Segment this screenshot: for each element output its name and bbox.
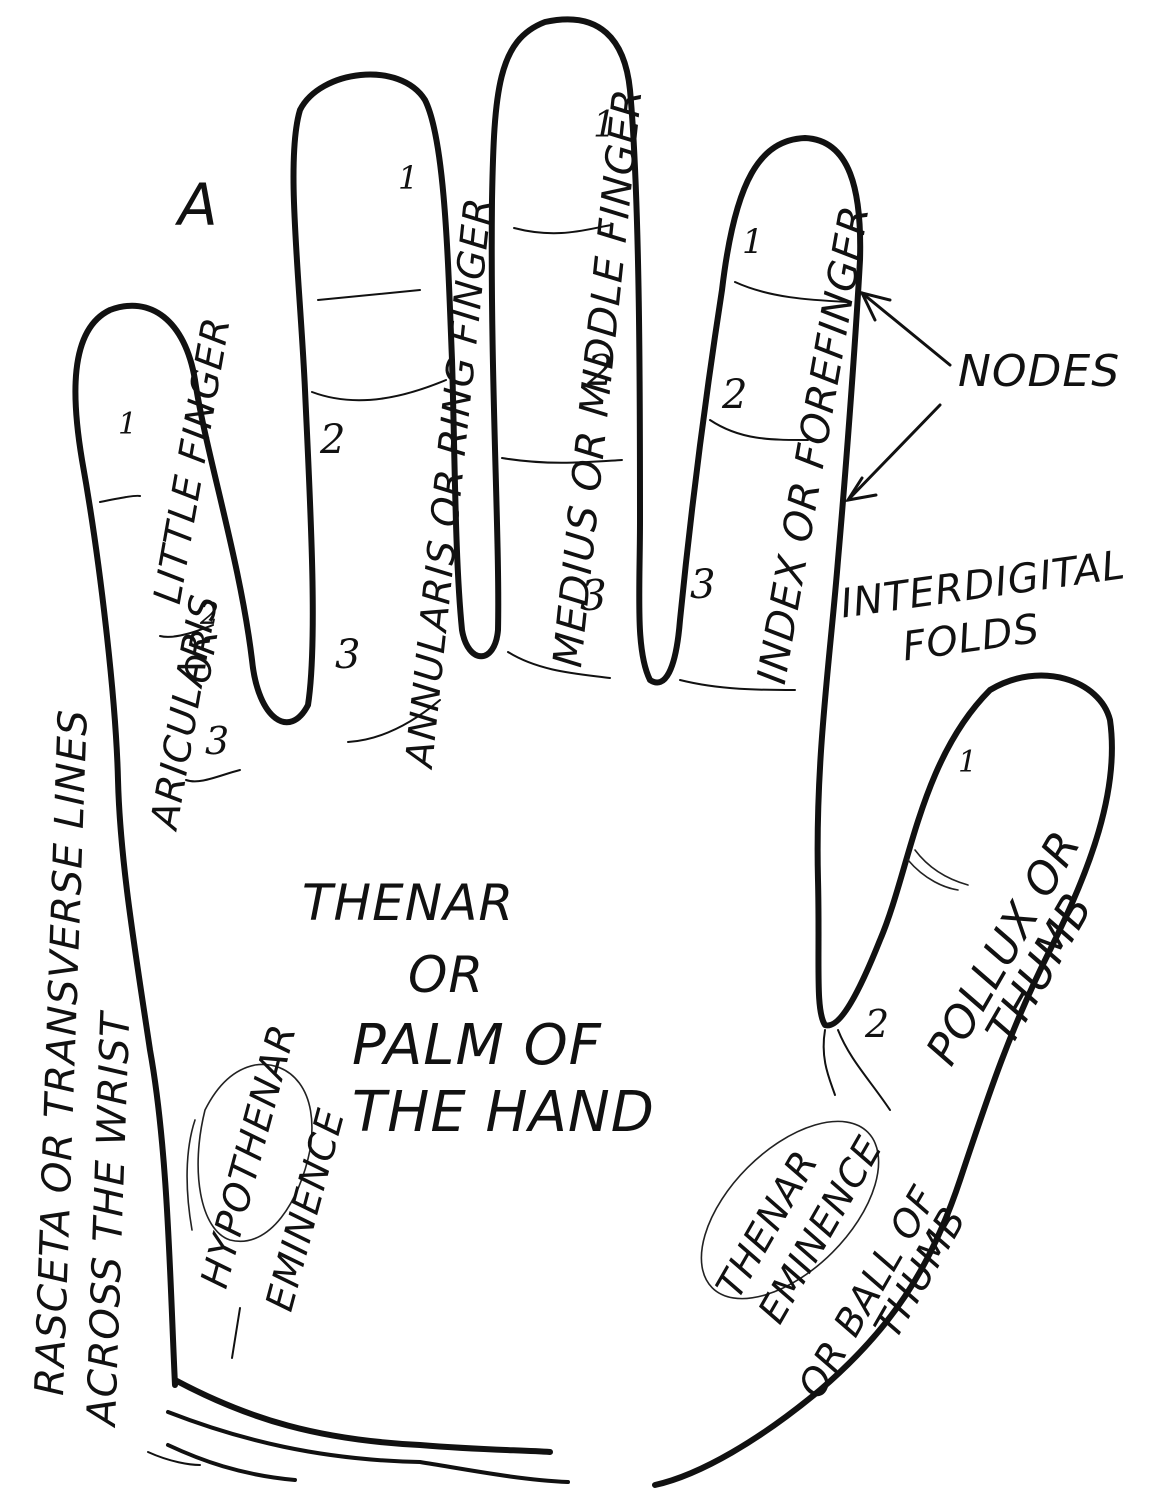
middle-finger-crease-1 bbox=[513, 224, 613, 235]
little-finger-crease-2 bbox=[159, 624, 214, 638]
nodes-arrow-upper-head bbox=[859, 290, 892, 322]
palm-label-line2: OR bbox=[408, 946, 485, 1004]
nodes-arrow-upper bbox=[860, 291, 952, 367]
index-finger-node-1: 1 bbox=[742, 222, 764, 262]
thumb-node-2: 2 bbox=[865, 1002, 890, 1046]
hypothenar-scribble bbox=[197, 1063, 313, 1243]
index-finger-crease-3 bbox=[679, 679, 796, 691]
little-finger-node-1: 1 bbox=[118, 407, 138, 442]
middle-finger-crease-2 bbox=[501, 457, 623, 464]
index-finger-crease-1 bbox=[734, 281, 849, 303]
thenar-eminence-oval bbox=[700, 1120, 880, 1300]
little-finger-crease-3 bbox=[185, 769, 241, 783]
thumb-base-crease bbox=[822, 1029, 836, 1096]
index-finger-node-2: 2 bbox=[722, 372, 748, 418]
little-finger-or: OR bbox=[177, 624, 228, 687]
little-finger-crease-1 bbox=[99, 494, 141, 503]
ring-finger-crease-1 bbox=[317, 289, 421, 301]
wrist-line-3 bbox=[166, 1443, 297, 1482]
ring-finger-node-2: 2 bbox=[320, 417, 346, 463]
middle-finger-node-1: 1 bbox=[593, 105, 616, 146]
wrist-line-1 bbox=[172, 1377, 553, 1455]
index-finger-crease-2 bbox=[709, 419, 809, 441]
wrist-line-2 bbox=[166, 1410, 570, 1484]
middle-finger-node-2: 2 bbox=[587, 346, 614, 395]
wrist-line-4 bbox=[147, 1451, 201, 1466]
hypothenar-scribble-2 bbox=[186, 1119, 196, 1231]
hand-outline bbox=[72, 16, 1115, 1488]
palm-label-line4: THE HAND bbox=[352, 1080, 655, 1145]
nodes-callout: NODES bbox=[958, 346, 1121, 397]
little-finger-node-3: 3 bbox=[205, 719, 230, 763]
thumb-joint-crease-2 bbox=[907, 859, 959, 891]
nodes-arrow-lower-head bbox=[844, 476, 878, 503]
middle-finger-crease-3 bbox=[507, 651, 611, 679]
ring-finger-node-3: 3 bbox=[335, 632, 361, 678]
thumb-joint-crease bbox=[914, 849, 969, 886]
palm-label-line3: PALM OF bbox=[352, 1013, 602, 1078]
ring-finger-crease-3 bbox=[347, 699, 441, 743]
little-finger-node-2: 2 bbox=[200, 597, 220, 632]
thumb-node-1: 1 bbox=[958, 745, 978, 780]
palm-label-line1: THENAR bbox=[302, 874, 515, 932]
hypothenar-tick bbox=[231, 1307, 241, 1359]
figure-letter: A bbox=[178, 171, 219, 239]
middle-finger-node-3: 3 bbox=[580, 571, 607, 620]
ring-finger-node-1: 1 bbox=[398, 159, 419, 197]
ring-finger-crease-2 bbox=[311, 379, 447, 402]
index-finger-node-3: 3 bbox=[690, 562, 716, 608]
thumb-web-crease bbox=[837, 1029, 891, 1111]
nodes-arrow-lower bbox=[846, 403, 942, 502]
